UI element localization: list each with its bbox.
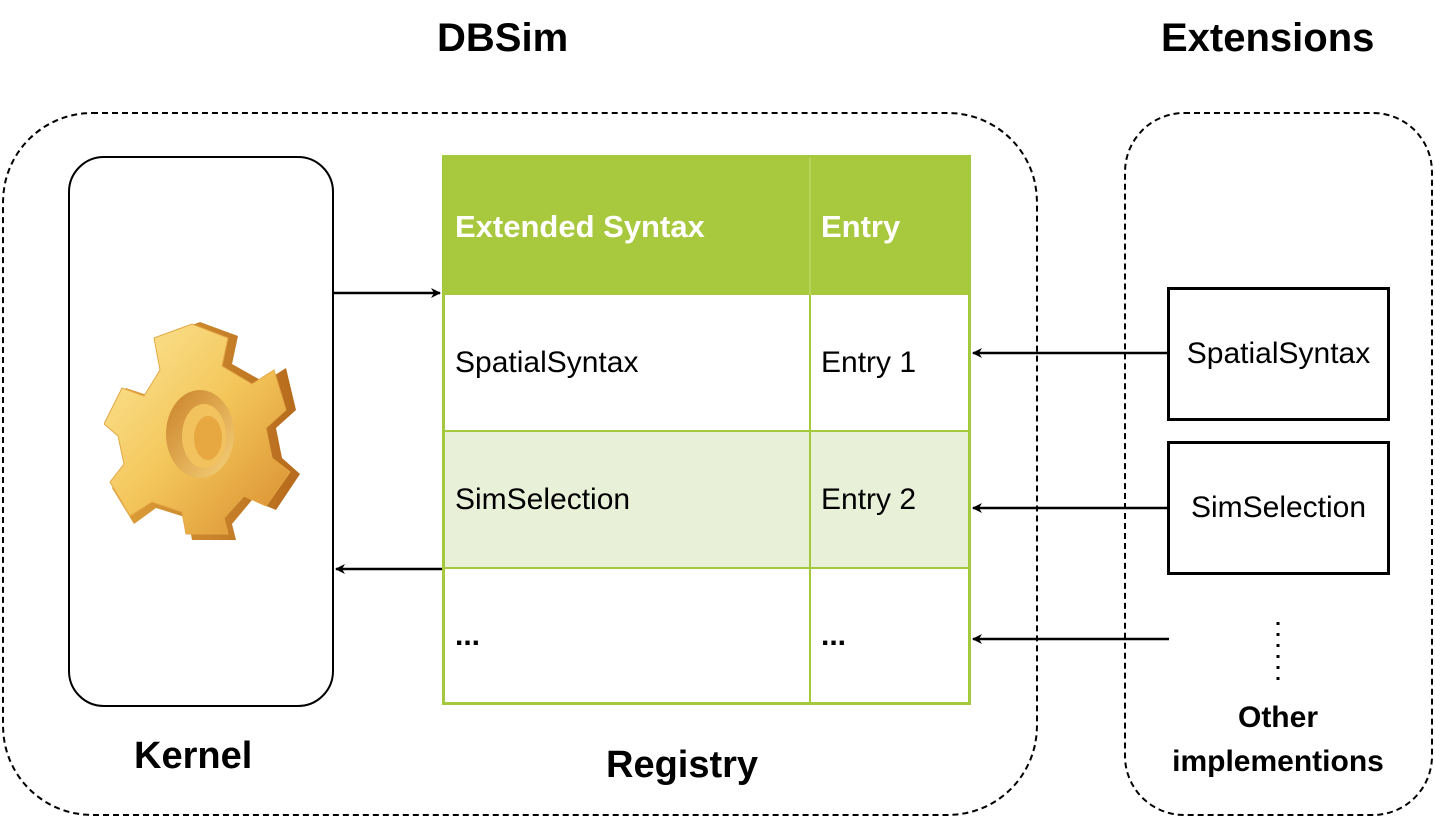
registry-row-3-syntax[interactable]: ...	[445, 569, 811, 702]
other-label-line1: Other	[1237, 701, 1318, 734]
registry-header-entry: Entry	[811, 158, 968, 295]
registry-row-3-entry[interactable]: ...	[821, 618, 847, 652]
registry-row-2-syntax[interactable]: SimSelection	[445, 432, 811, 569]
other-label-line2: implementions	[1172, 745, 1384, 778]
registry-row-2-entry[interactable]: Entry 2	[811, 432, 968, 569]
registry-row-1-entry[interactable]: Entry 1	[811, 295, 968, 432]
registry-table: Extended Syntax Entry SpatialSyntax Entr…	[442, 155, 971, 705]
dbsim-title: DBSim	[437, 16, 569, 60]
other-implementations-label: Other implementions	[1130, 696, 1426, 784]
extension-spatialsyntax-box[interactable]: SpatialSyntax	[1167, 287, 1390, 421]
registry-label: Registry	[606, 744, 759, 786]
dbsim-group	[2, 112, 1038, 816]
kernel-label: Kernel	[134, 735, 253, 777]
extensions-title: Extensions	[1161, 16, 1375, 60]
extension-simselection-box[interactable]: SimSelection	[1167, 441, 1390, 575]
registry-header-syntax: Extended Syntax	[445, 158, 811, 295]
extensions-group	[1124, 112, 1433, 816]
gear-icon	[104, 322, 300, 540]
registry-row-1-syntax[interactable]: SpatialSyntax	[445, 295, 811, 432]
